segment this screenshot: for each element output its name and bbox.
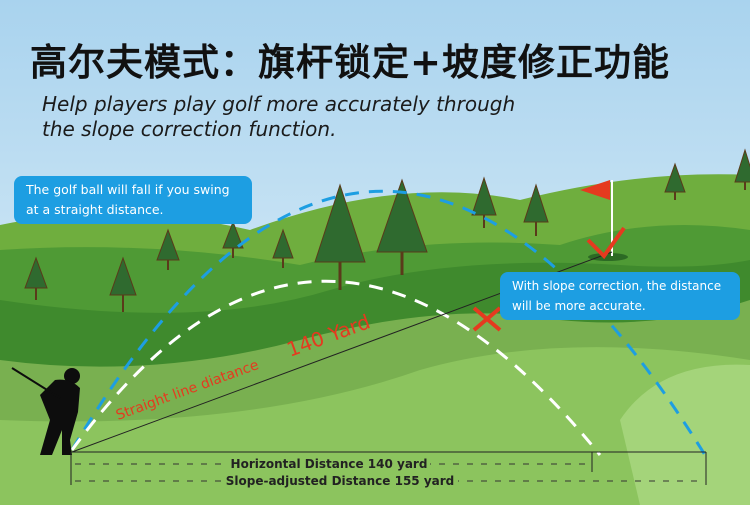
tree	[734, 148, 750, 190]
tree	[272, 228, 294, 268]
page-title: 高尔夫模式：旗杆锁定+坡度修正功能	[30, 41, 671, 84]
tree	[376, 178, 428, 275]
tree	[24, 256, 48, 300]
subtitle-line: the slope correction function.	[42, 117, 337, 141]
callout-line: at a straight distance.	[26, 202, 164, 217]
horizontal-distance-label: Horizontal Distance 140 yard	[231, 457, 428, 471]
tree	[109, 256, 137, 312]
slope-distance-label: Slope-adjusted Distance 155 yard	[226, 474, 455, 488]
slope-correction-callout: With slope correction, the distance will…	[500, 272, 740, 320]
tree	[664, 162, 686, 200]
label-bg	[222, 473, 458, 487]
callout-line: With slope correction, the distance	[512, 279, 722, 293]
label-bg	[228, 456, 430, 470]
trees	[24, 148, 750, 312]
callout-line: will be more accurate.	[512, 299, 646, 313]
straight-distance-callout: The golf ball will fall if you swing at …	[14, 176, 252, 224]
tree	[222, 220, 244, 258]
fairway	[0, 347, 750, 505]
tree	[471, 176, 497, 228]
golfer-icon	[11, 367, 80, 455]
tree	[523, 183, 549, 236]
hole	[588, 253, 628, 261]
green-patch	[620, 364, 750, 505]
tree	[314, 183, 366, 290]
white-trajectory	[70, 279, 602, 456]
subtitle-line: Help players play golf more accurately t…	[42, 92, 516, 116]
check-icon	[586, 226, 626, 260]
callout-line: The golf ball will fall if you swing	[26, 182, 230, 197]
flag-icon	[580, 180, 610, 200]
tree	[156, 228, 180, 270]
miss-x-icon	[472, 306, 502, 332]
